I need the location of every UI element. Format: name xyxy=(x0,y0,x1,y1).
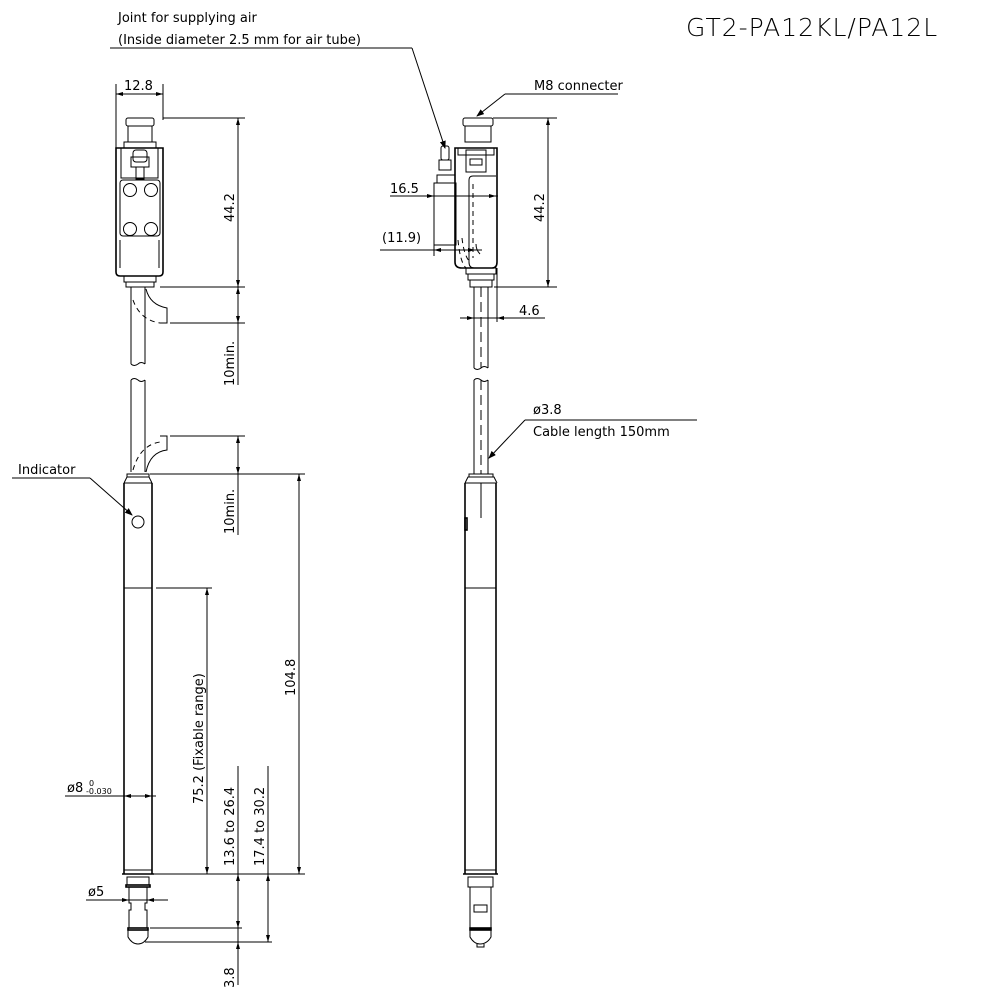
dim-joint-offset: 16.5 xyxy=(390,182,419,197)
dim-body-tol-upper: 0 xyxy=(89,779,94,788)
indicator-label: Indicator xyxy=(18,463,76,478)
dim-body-tol-lower: -0.030 xyxy=(86,787,112,796)
dim-cable-offset: 4.6 xyxy=(519,304,540,319)
drawing-title: GT2-PA12KL/PA12L xyxy=(686,13,938,42)
dim-range-b: 17.4 to 30.2 xyxy=(253,787,268,866)
air-joint-callout: Joint for supplying air (Inside diameter… xyxy=(110,11,446,149)
dim-range-a: 13.6 to 26.4 xyxy=(223,787,238,866)
dim-tip-length: 3.8 xyxy=(223,967,238,988)
dim-body-diameter: ø8 xyxy=(67,781,83,796)
dim-bend-min-bottom: 10min. xyxy=(223,489,238,534)
dim-side-connector-height: 44.2 xyxy=(533,193,548,222)
dim-bend-min-top: 10min. xyxy=(223,341,238,386)
air-joint-label-1: Joint for supplying air xyxy=(117,11,258,26)
dim-tip-diameter: ø5 xyxy=(88,885,104,900)
cable-length-label: Cable length 150mm xyxy=(533,425,670,440)
dim-body-length: 104.8 xyxy=(284,659,299,696)
dim-fixable-range: 75.2 (Fixable range) xyxy=(192,673,207,804)
front-view: 12.8 xyxy=(12,79,305,988)
m8-connector-label: M8 connecter xyxy=(534,79,623,94)
dim-connector-height: 44.2 xyxy=(223,193,238,222)
cable-diameter-label: ø3.8 xyxy=(533,403,562,418)
air-joint-label-2: (Inside diameter 2.5 mm for air tube) xyxy=(118,33,361,48)
dim-joint-offset-ref: (11.9) xyxy=(382,231,421,246)
dim-width: 12.8 xyxy=(124,79,153,94)
side-view: M8 connecter 16.5 xyxy=(380,79,697,948)
